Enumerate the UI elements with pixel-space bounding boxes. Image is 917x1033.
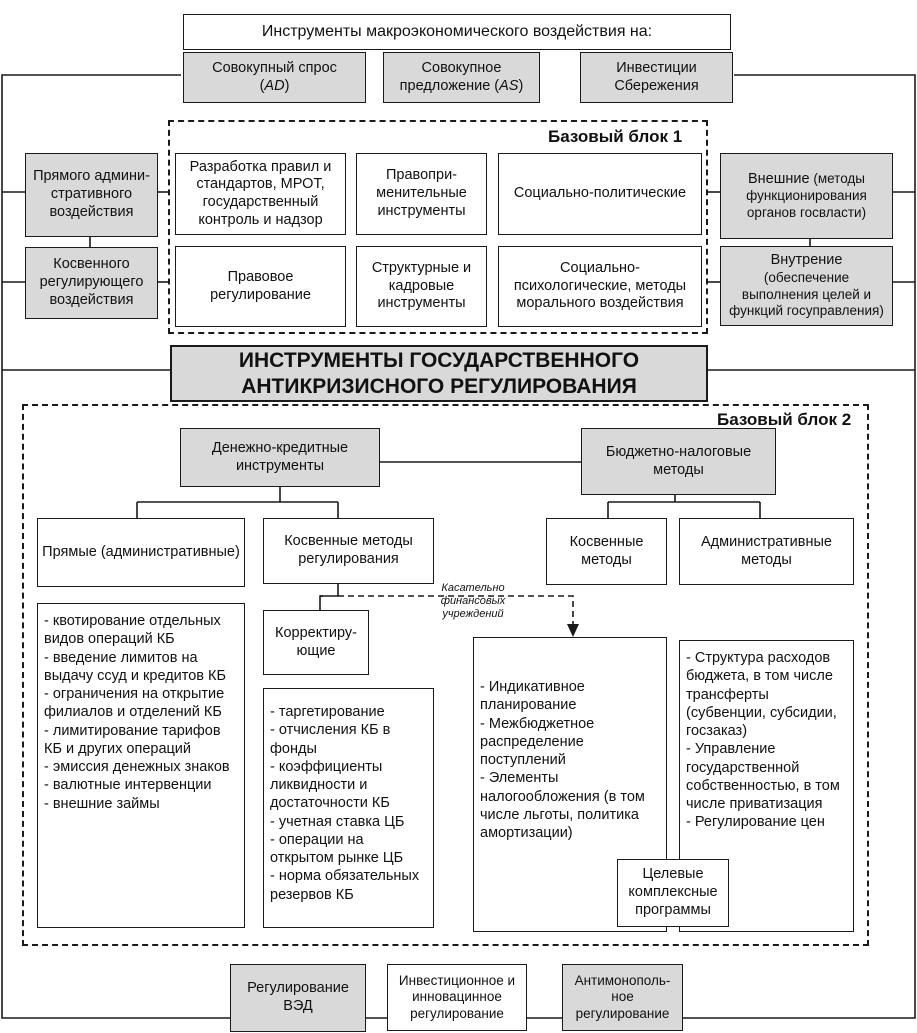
list-item: - квотирование отдельных видов операций … bbox=[44, 613, 221, 648]
corrective-box: Корректиру-ющие bbox=[263, 610, 369, 675]
internal-methods-desc: (обеспечение выполнения целей и функций … bbox=[729, 270, 884, 319]
list-item: - коэффициенты ликвидности и достаточнос… bbox=[270, 758, 390, 812]
law-enforcement-box: Правопри-менительные инструменты bbox=[356, 153, 487, 235]
direct-admin-box: Прямого админи-стративного воздействия bbox=[25, 153, 158, 237]
list-item: - введение лимитов на выдачу ссуд и кред… bbox=[44, 649, 227, 684]
targeted-programs-text: Целевые комплексные программы bbox=[628, 866, 718, 918]
aggregate-demand-box: Совокупный спрос (AD) bbox=[183, 52, 366, 103]
list-item: - Регулирование цен bbox=[686, 814, 825, 831]
macro-instruments-header-text: Инструменты макроэкономического воздейст… bbox=[261, 23, 653, 41]
investment-label: Инвестиции bbox=[616, 59, 697, 76]
fiscal-methods-text: Бюджетно-налоговые методы bbox=[605, 443, 752, 478]
list-item: - валютные интервенции bbox=[44, 777, 212, 794]
rules-standards-text: Разработка правил и стандартов, МРОТ, го… bbox=[189, 158, 332, 228]
main-title-line1: ИНСТРУМЕНТЫ ГОСУДАРСТВЕННОГО bbox=[238, 349, 640, 373]
monetary-instruments-box: Денежно-кредитные инструменты bbox=[180, 428, 380, 487]
foreign-trade-regulation-box: Регулирование ВЭД bbox=[230, 964, 366, 1032]
aggregate-supply-box: Совокупное предложение (AS) bbox=[383, 52, 540, 103]
base-block-2 bbox=[22, 404, 869, 946]
investment-savings-box: Инвестиции Сбережения bbox=[580, 52, 733, 103]
internal-methods-box: Внутрение (обеспечение выполнения целей … bbox=[720, 246, 893, 326]
direct-instruments-list: - квотирование отдельных видов операций … bbox=[37, 603, 245, 928]
list-item: - норма обязательных резервов КБ bbox=[270, 868, 420, 903]
external-methods-desc: (методы функционирования органов госвлас… bbox=[746, 170, 867, 220]
direct-admin-text: Прямого админи-стративного воздействия bbox=[33, 168, 150, 220]
aggregate-demand-label: Совокупный спрос bbox=[212, 59, 337, 76]
list-item: - операции на открытом рынке ЦБ bbox=[270, 831, 404, 867]
list-item: - Управление государственной собственнос… bbox=[686, 741, 840, 813]
base-block-1 bbox=[168, 120, 708, 334]
socio-political-box: Социально-политические bbox=[498, 153, 702, 235]
list-item: - Индикативное планирование bbox=[480, 679, 585, 714]
base-block-1-label: Базовый блок 1 bbox=[548, 127, 683, 146]
fiscal-indirect-box: Косвенные методы bbox=[546, 518, 667, 585]
law-enforcement-text: Правопри-менительные инструменты bbox=[376, 167, 467, 219]
structural-personnel-box: Структурные и кадровые инструменты bbox=[356, 246, 487, 327]
base-block-2-label: Базовый блок 2 bbox=[717, 410, 852, 429]
fiscal-indirect-text: Косвенные методы bbox=[569, 533, 644, 568]
aggregate-supply-text: Совокупное предложение (AS) bbox=[399, 59, 524, 94]
list-item: - Элементы налогообложения (в том числе … bbox=[480, 770, 645, 842]
direct-instruments-text: Прямые (административные) bbox=[42, 543, 240, 560]
antimonopoly-text: Антимонополь-ное регулирование bbox=[574, 972, 671, 1021]
socio-psychological-text: Социально-психологические, методы мораль… bbox=[513, 259, 687, 312]
macro-instruments-header: Инструменты макроэкономического воздейст… bbox=[183, 14, 731, 50]
list-item: - учетная ставка ЦБ bbox=[270, 813, 405, 830]
corrective-text: Корректиру-ющие bbox=[275, 624, 357, 659]
savings-label: Сбережения bbox=[614, 77, 699, 94]
investment-savings-text: Инвестиции Сбережения bbox=[614, 60, 698, 95]
aggregate-supply-label-line2: предложение bbox=[399, 77, 491, 94]
aggregate-demand-text: Совокупный спрос (AD) bbox=[212, 59, 337, 94]
investment-innovation-box: Инвестиционное и инновацинное регулирова… bbox=[387, 964, 527, 1031]
indirect-regulation-box: Косвенные методы регулирования bbox=[263, 518, 434, 584]
list-item: - отчисления КБ в фонды bbox=[270, 722, 391, 757]
main-title-line2: АНТИКРИЗИСНОГО РЕГУЛИРОВАНИЯ bbox=[241, 374, 637, 398]
monetary-instruments-text: Денежно-кредитные инструменты bbox=[211, 439, 349, 474]
fiscal-admin-box: Административные методы bbox=[679, 518, 854, 585]
internal-methods-title: Внутрение bbox=[770, 252, 843, 269]
rules-standards-box: Разработка правил и стандартов, МРОТ, го… bbox=[175, 153, 346, 235]
main-title-box: ИНСТРУМЕНТЫ ГОСУДАРСТВЕННОГО АНТИКРИЗИСН… bbox=[170, 345, 708, 402]
financial-institutions-note: Касательно финансовых учреждений bbox=[440, 582, 506, 621]
external-methods-title: Внешние bbox=[748, 170, 810, 187]
socio-political-text: Социально-политические bbox=[513, 185, 687, 202]
list-item: - Межбюджетное распределение поступлений bbox=[480, 715, 595, 769]
antimonopoly-box: Антимонополь-ное регулирование bbox=[562, 964, 683, 1031]
list-item: - Структура расходов бюджета, в том числ… bbox=[686, 650, 837, 740]
aggregate-supply-label-line1: Совокупное bbox=[421, 59, 502, 76]
indirect-regulation-text: Косвенные методы регулирования bbox=[284, 533, 413, 567]
main-title-text: ИНСТРУМЕНТЫ ГОСУДАРСТВЕННОГО АНТИКРИЗИСН… bbox=[239, 348, 639, 398]
external-methods-text: Внешние (методы функционирования органов… bbox=[725, 171, 888, 222]
aggregate-supply-symbol: AS bbox=[499, 77, 519, 94]
list-item: - лимитирование тарифов КБ и других опер… bbox=[44, 722, 221, 757]
legal-regulation-text: Правовое регулирование bbox=[210, 268, 311, 303]
direct-instruments-box: Прямые (административные) bbox=[37, 518, 245, 587]
list-item: - таргетирование bbox=[270, 704, 385, 720]
fiscal-admin-text: Административные методы bbox=[701, 533, 832, 568]
list-item: - эмиссия денежных знаков bbox=[44, 759, 230, 776]
foreign-trade-regulation-text: Регулирование ВЭД bbox=[247, 980, 349, 1014]
aggregate-demand-symbol: AD bbox=[264, 77, 285, 94]
structural-personnel-text: Структурные и кадровые инструменты bbox=[371, 259, 472, 312]
socio-psychological-box: Социально-психологические, методы мораль… bbox=[498, 246, 702, 327]
investment-innovation-text: Инвестиционное и инновацинное регулирова… bbox=[398, 972, 516, 1021]
indirect-regulating-text: Косвенного регулирующего воздействия bbox=[39, 256, 144, 308]
targeted-programs-box: Целевые комплексные программы bbox=[617, 859, 729, 927]
indirect-instruments-list: - таргетирование- отчисления КБ в фонды-… bbox=[263, 688, 434, 928]
list-item: - внешние займы bbox=[44, 795, 160, 812]
legal-regulation-box: Правовое регулирование bbox=[175, 246, 346, 327]
list-item: - ограничения на открытие филиалов и отд… bbox=[44, 686, 225, 721]
external-methods-box: Внешние (методы функционирования органов… bbox=[720, 153, 893, 239]
indirect-regulating-box: Косвенного регулирующего воздействия bbox=[25, 247, 158, 319]
internal-methods-text: Внутрение (обеспечение выполнения целей … bbox=[725, 252, 888, 319]
fiscal-methods-box: Бюджетно-налоговые методы bbox=[581, 428, 776, 495]
